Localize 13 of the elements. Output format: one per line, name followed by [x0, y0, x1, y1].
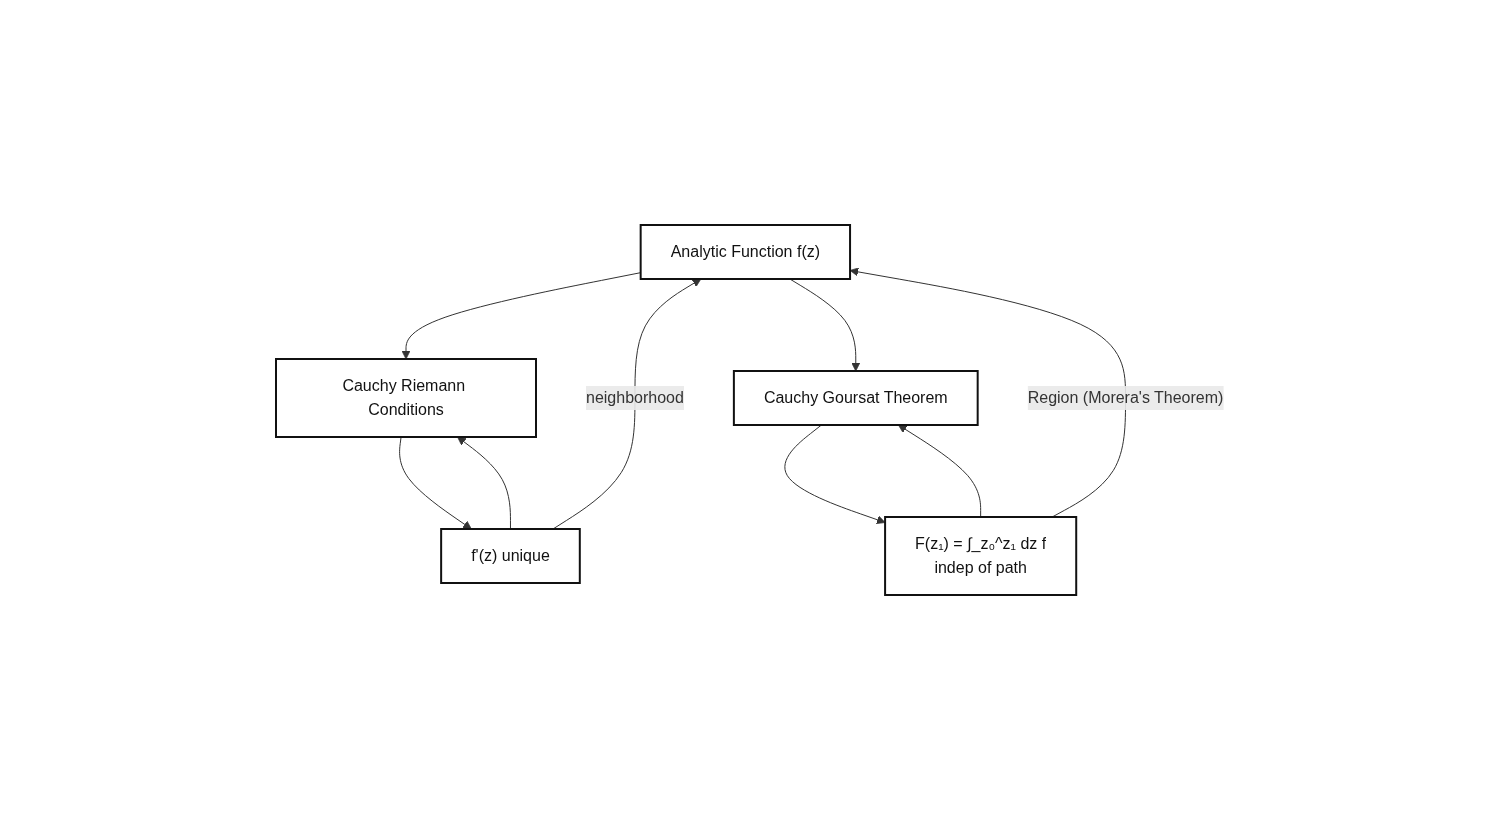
arrow [399, 436, 473, 530]
arrow [898, 424, 982, 518]
node-box: Cauchy Riemann Conditions [275, 358, 538, 438]
arrow [784, 424, 886, 524]
node-box: Analytic Function f(z) [639, 224, 852, 280]
node-box: f'(z) unique [440, 528, 582, 584]
arrow [457, 436, 512, 530]
edge-label: neighborhood [586, 389, 685, 406]
arrow [552, 278, 702, 530]
node-box: F(z₁) = ∫_z₀^z₁ dz f indep of path [884, 516, 1078, 596]
edge-label: Region (Morera's Theorem) [1027, 389, 1224, 406]
node-box: Cauchy Goursat Theorem [733, 370, 979, 426]
arrow [789, 278, 861, 372]
